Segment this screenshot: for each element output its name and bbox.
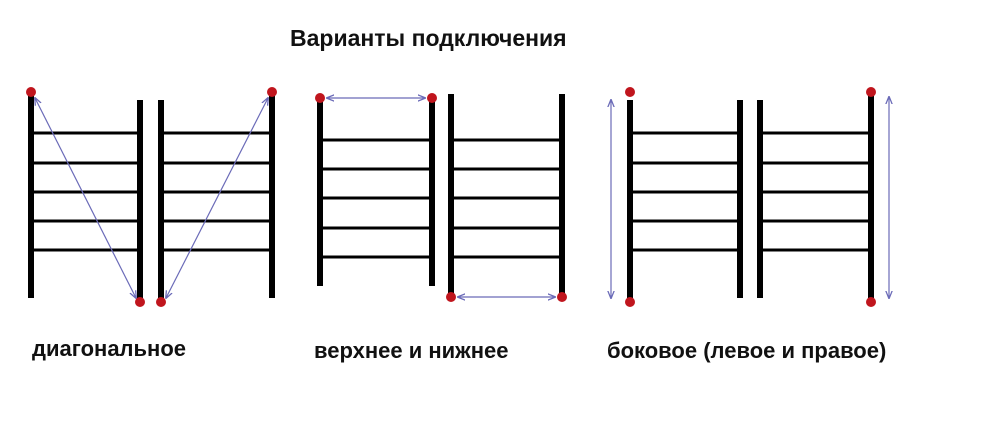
connection-point: [866, 297, 876, 307]
radiator-left: [627, 100, 743, 298]
variant-top-bottom: [315, 93, 567, 302]
variant-diagonal: [26, 87, 277, 307]
connection-point: [267, 87, 277, 97]
connection-point: [446, 292, 456, 302]
radiator-right: [448, 94, 565, 298]
caption-diagonal: диагональное: [32, 336, 186, 361]
connection-point: [866, 87, 876, 97]
connection-point: [427, 93, 437, 103]
radiator-right: [757, 93, 874, 298]
connection-point: [625, 297, 635, 307]
connection-point: [26, 87, 36, 97]
variant-side: [611, 87, 889, 307]
connection-point: [625, 87, 635, 97]
connection-point: [135, 297, 145, 307]
flow-arrow: [35, 98, 136, 298]
connection-point: [557, 292, 567, 302]
caption-top-bottom: верхнее и нижнее: [314, 338, 509, 363]
flow-arrow: [166, 98, 268, 298]
connection-point: [156, 297, 166, 307]
radiator-left: [317, 98, 435, 286]
diagram-title: Варианты подключения: [290, 25, 567, 51]
caption-side: боковое (левое и правое): [607, 338, 886, 363]
connection-point: [315, 93, 325, 103]
